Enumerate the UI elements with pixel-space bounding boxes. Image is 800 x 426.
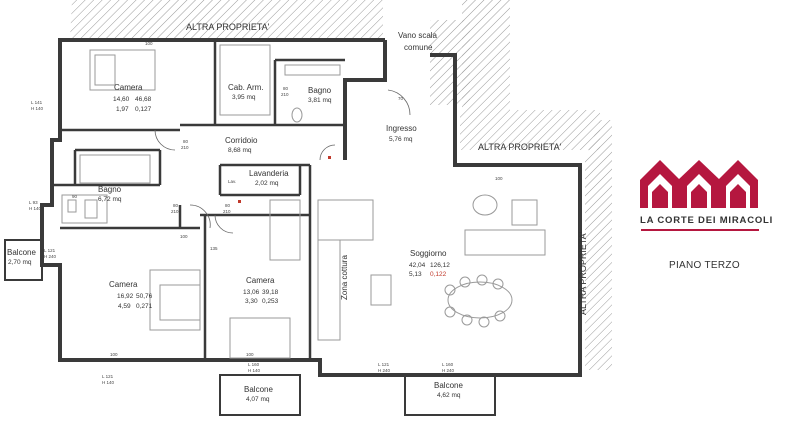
dim-text: 100 — [180, 234, 188, 239]
cab-arm-area: 3,95 mq — [232, 94, 256, 101]
lavanderia-area: 2,02 mq — [255, 180, 279, 187]
bagno2-area: 6,72 mq — [98, 196, 122, 203]
lavanderia-tag: Lav. — [228, 179, 236, 184]
camera3-a3: 3,30 — [245, 298, 258, 305]
vano-scala-label-2: comune — [404, 43, 433, 52]
dim-text: 210 — [171, 209, 179, 214]
bagno1-area: 3,81 mq — [308, 97, 332, 104]
corridoio-name: Corridoio — [225, 136, 258, 145]
doors — [154, 89, 411, 234]
vano-scala-label: Vano scala — [398, 31, 438, 40]
dim-text: 80 — [183, 139, 189, 144]
camera1-a4: 0,127 — [135, 106, 152, 113]
dim-text: 100 — [110, 352, 118, 357]
soggiorno-a2: 126,12 — [430, 262, 450, 269]
soggiorno-name: Soggiorno — [410, 249, 447, 258]
balcone-right-area: 4,62 mq — [437, 392, 461, 399]
camera2-name: Camera — [109, 280, 138, 289]
altra-proprieta-side: ALTRA PROPRIETA' — [578, 231, 588, 315]
dim-text: L 121 — [378, 362, 390, 367]
balconies — [4, 239, 496, 416]
dim-text: 135 — [210, 246, 218, 251]
camera2-a2: 50,76 — [136, 293, 153, 300]
furniture — [61, 44, 546, 359]
dim-text: 70 — [398, 96, 404, 101]
dim-text: L 160 — [442, 362, 454, 367]
dim-text: 100 — [145, 41, 153, 46]
neighbor-hatch-areas — [70, 0, 612, 370]
altra-proprieta-top: ALTRA PROPRIETA' — [186, 22, 270, 32]
dim-text: H 240 — [442, 368, 455, 373]
balcone-left-area: 2,70 mq — [8, 259, 32, 266]
inner-walls — [52, 40, 345, 360]
dim-text: 100 — [246, 352, 254, 357]
bagno1-name: Bagno — [308, 86, 332, 95]
dim-text: H 140 — [248, 368, 261, 373]
balcone-left-name: Balcone — [7, 248, 36, 257]
camera1-name: Camera — [114, 83, 143, 92]
soggiorno-a1: 42,04 — [409, 262, 426, 269]
camera3-a4: 0,253 — [262, 298, 279, 305]
soggiorno-a3: 5,13 — [409, 271, 422, 278]
camera2-a1: 16,92 — [117, 293, 134, 300]
dim-text: L 93 — [29, 200, 38, 205]
dim-text: H 140 — [102, 380, 115, 385]
camera3-a2: 39,18 — [262, 289, 279, 296]
brand-rule — [641, 229, 759, 231]
bagno2-name: Bagno — [98, 185, 122, 194]
dim-text: L 160 — [248, 362, 260, 367]
dim-text: H 140 — [29, 206, 42, 211]
dim-text: H 140 — [31, 106, 44, 111]
dim-text: 210 — [181, 145, 189, 150]
dim-text: 80 — [283, 86, 289, 91]
altra-proprieta-right: ALTRA PROPRIETA' — [478, 142, 562, 152]
lavanderia-name: Lavanderia — [249, 169, 289, 178]
dim-text: L 141 — [31, 100, 43, 105]
corridoio-area: 8,68 mq — [228, 147, 252, 154]
zona-cottura-label: Zona cottura — [340, 255, 349, 300]
camera1-a3: 1,97 — [116, 106, 129, 113]
dim-text: 100 — [495, 176, 503, 181]
ingresso-area: 5,76 mq — [389, 136, 413, 143]
camera1-a1: 14,60 — [113, 96, 130, 103]
camera2-a3: 4,59 — [118, 303, 131, 310]
dim-text: 210 — [281, 92, 289, 97]
dim-text: 210 — [223, 209, 231, 214]
dimension-labels: 100 80 210 80 210 80 210 80 210 100 100 … — [29, 41, 503, 385]
floor-label: PIANO TERZO — [669, 260, 740, 271]
outer-walls — [40, 38, 582, 377]
camera3-a1: 13,06 — [243, 289, 260, 296]
brand-name: LA CORTE DEI MIRACOLI — [640, 215, 774, 226]
dim-text: L 121 — [102, 374, 114, 379]
balcone-right-name: Balcone — [434, 381, 463, 390]
dim-text: H 240 — [378, 368, 391, 373]
ingresso-name: Ingresso — [386, 124, 417, 133]
accent-marks — [238, 156, 331, 203]
camera2-a4: 0,271 — [136, 303, 153, 310]
balcone-mid-area: 4,07 mq — [246, 396, 270, 403]
balcone-mid-name: Balcone — [244, 385, 273, 394]
dim-text: 90 — [72, 194, 78, 199]
dim-text: L 121 — [44, 248, 56, 253]
camera3-name: Camera — [246, 276, 275, 285]
dim-text: 80 — [173, 203, 179, 208]
soggiorno-a4: 0,122 — [430, 271, 447, 278]
dim-text: 80 — [225, 203, 231, 208]
camera1-a2: 46,68 — [135, 96, 152, 103]
dim-text: H 240 — [44, 254, 57, 259]
brand-logo-icon — [640, 160, 758, 208]
cab-arm-name: Cab. Arm. — [228, 83, 264, 92]
